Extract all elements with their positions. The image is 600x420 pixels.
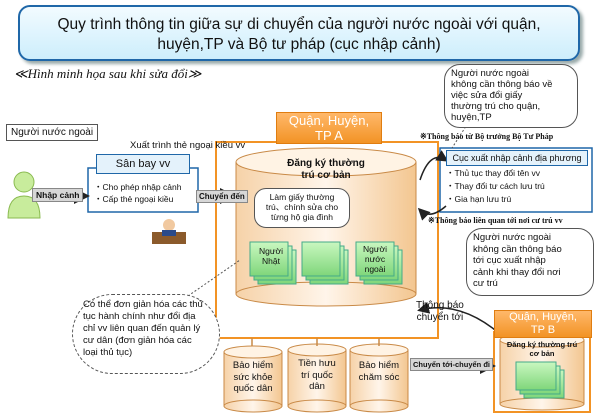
- bureau-item-2: ・Thay đổi tư cách lưu trú: [446, 181, 545, 191]
- officer-icon: [152, 218, 186, 244]
- local-immigration-title: Cục xuất nhập cảnh địa phương: [446, 150, 588, 166]
- doc-stack-japanese: [249, 241, 297, 285]
- subtitle: ≪Hình minh họa sau khi sửa đổi≫: [14, 66, 202, 81]
- doc-stack-foreigner: [355, 241, 403, 285]
- airport-item-2: ・Cấp thẻ ngoại kiều: [94, 194, 174, 204]
- notify-move-label: Thông báo chuyển tới: [416, 300, 464, 323]
- page-title: Quy trình thông tin giữa sự di chuyển củ…: [18, 5, 580, 61]
- doc-stack-b: [515, 361, 565, 399]
- registry-bubble: Làm giấy thường trú、chính sửa cho từng h…: [254, 188, 350, 228]
- district-b-header: Quận, Huyện, TP B: [494, 310, 592, 338]
- callout-top: Người nước ngoài không cần thông báo về …: [444, 64, 578, 128]
- doc-stack-middle: [301, 241, 349, 285]
- notice-minister: ※Thông báo từ Bộ trưởng Bộ Tư Pháp: [420, 132, 554, 141]
- notice-residence: ※Thông báo liên quan tới nơi cư trú vv: [428, 216, 563, 225]
- pension-label: Tiền hưu trí quốc dân: [298, 358, 336, 392]
- bureau-item-3: ・Gia hạn lưu trú: [446, 194, 512, 204]
- cylinder-health: [223, 345, 283, 413]
- health-insurance-label: Bảo hiểm sức khỏe quốc dân: [232, 360, 274, 394]
- submit-card-label: Xuất trình thẻ ngoại kiều vv: [130, 140, 246, 151]
- foreigner-small-label: Người nước ngoài: [362, 244, 388, 274]
- basic-registry-b-label: Đăng ký thường trú cơ bản: [506, 340, 578, 358]
- basic-registry-label: Đăng ký thường trú cơ bản: [287, 158, 365, 181]
- cylinder-care: [349, 343, 409, 413]
- airport-title: Sân bay vv: [96, 154, 190, 174]
- immigration-label: Nhập cảnh: [32, 188, 84, 202]
- bureau-item-1: ・Thủ tục thay đổi tên vv: [446, 168, 541, 178]
- cylinder-pension: [287, 343, 347, 413]
- callout-right: Người nước ngoài không cần thông báo tới…: [466, 228, 594, 296]
- simplify-callout: Có thể đơn giản hóa các thủ tục hành chí…: [72, 294, 220, 374]
- airport-item-1: ・Cho phép nhập cảnh: [94, 182, 182, 192]
- foreigner-label: Người nước ngoài: [6, 124, 99, 141]
- japanese-label: Người Nhật: [258, 246, 284, 266]
- moving-to-label: Chuyển đến: [196, 190, 248, 203]
- care-insurance-label: Bảo hiểm chăm sóc: [358, 360, 400, 383]
- move-arrow-label: Chuyển tới-chuyển đi: [410, 358, 494, 371]
- district-a-header: Quận, Huyện, TP A: [276, 112, 382, 144]
